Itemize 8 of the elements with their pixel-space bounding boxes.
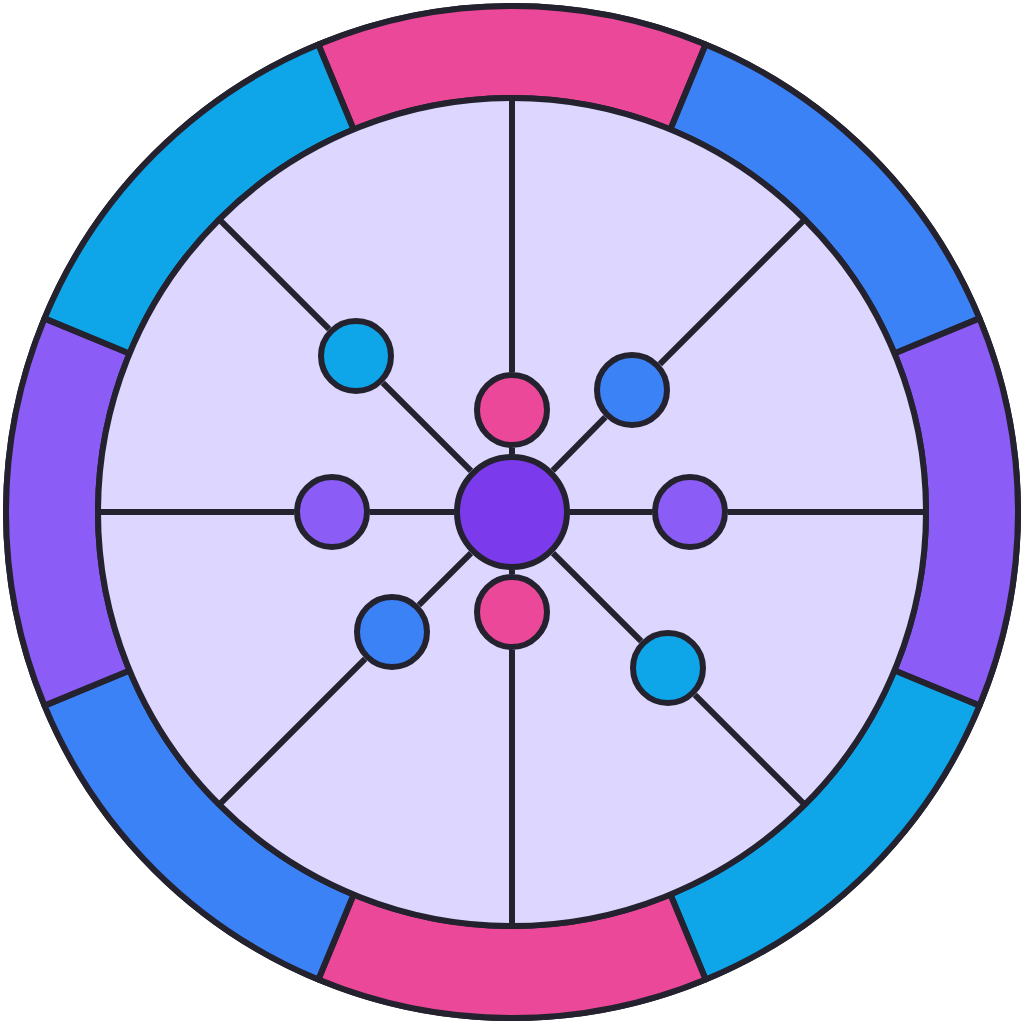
connector-line bbox=[550, 415, 608, 473]
connector-line bbox=[570, 509, 652, 515]
connector-line bbox=[550, 550, 644, 644]
connector-line bbox=[416, 550, 474, 608]
connector-line bbox=[380, 380, 474, 474]
connector-line bbox=[509, 448, 515, 454]
connector-line bbox=[370, 509, 454, 515]
connector-line bbox=[509, 570, 515, 574]
